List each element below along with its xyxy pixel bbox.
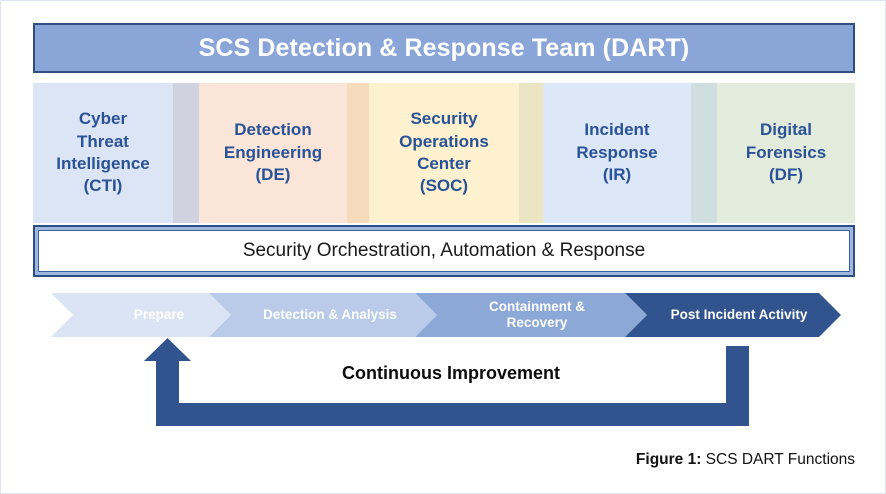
- process-phase-containment-and-recovery: Containment & Recovery: [415, 293, 647, 337]
- function-label-ir: Incident Response (IR): [576, 120, 658, 185]
- continuous-improvement-arrowhead-icon: [144, 338, 191, 361]
- dart-banner-title: SCS Detection & Response Team (DART): [198, 33, 690, 62]
- function-column-security-operations-center: Security Operations Center (SOC): [369, 83, 519, 223]
- soar-bar-inner: Security Orchestration, Automation & Res…: [38, 230, 850, 272]
- figure-caption: Figure 1: SCS DART Functions: [1, 451, 855, 469]
- process-phase-label-detection-and-analysis: Detection & Analysis: [263, 307, 397, 323]
- function-column-digital-forensics: Digital Forensics (DF): [717, 83, 855, 223]
- function-column-cyber-threat-intelligence: Cyber Threat Intelligence (CTI): [33, 83, 173, 223]
- function-label-de: Detection Engineering (DE): [223, 120, 323, 185]
- dart-function-columns: Cyber Threat Intelligence (CTI) Detectio…: [33, 83, 855, 223]
- column-separator-ir-df: [691, 83, 717, 223]
- dart-banner: SCS Detection & Response Team (DART): [33, 23, 855, 73]
- process-phase-prepare: Prepare: [51, 293, 231, 337]
- function-label-df: Digital Forensics (DF): [745, 120, 827, 185]
- continuous-improvement-bottom-shaft: [156, 403, 749, 426]
- figure-caption-text: SCS DART Functions: [701, 451, 855, 468]
- function-column-incident-response: Incident Response (IR): [543, 83, 691, 223]
- soar-label: Security Orchestration, Automation & Res…: [242, 240, 646, 261]
- continuous-improvement-label: Continuous Improvement: [341, 363, 560, 383]
- process-phase-label-prepare: Prepare: [133, 307, 185, 323]
- function-label-cti: Cyber Threat Intelligence (CTI): [56, 109, 150, 196]
- continuous-improvement-right-shaft: [726, 346, 749, 406]
- function-label-soc: Security Operations Center (SOC): [399, 109, 489, 196]
- soar-bar: Security Orchestration, Automation & Res…: [33, 225, 855, 277]
- function-column-detection-engineering: Detection Engineering (DE): [199, 83, 347, 223]
- process-phase-post-incident-activity: Post Incident Activity: [625, 293, 841, 337]
- column-separator-soc-ir: [519, 83, 543, 223]
- process-phase-detection-and-analysis: Detection & Analysis: [209, 293, 437, 337]
- column-separator-cti-de: [173, 83, 199, 223]
- figure-caption-number: Figure 1:: [635, 451, 702, 468]
- process-phase-label-containment-and-recovery: Containment & Recovery: [489, 299, 585, 330]
- incident-response-process-flow: Prepare Detection & Analysis Containment…: [51, 293, 841, 337]
- process-phase-label-post-incident-activity: Post Incident Activity: [670, 307, 808, 323]
- column-separator-de-soc: [347, 83, 369, 223]
